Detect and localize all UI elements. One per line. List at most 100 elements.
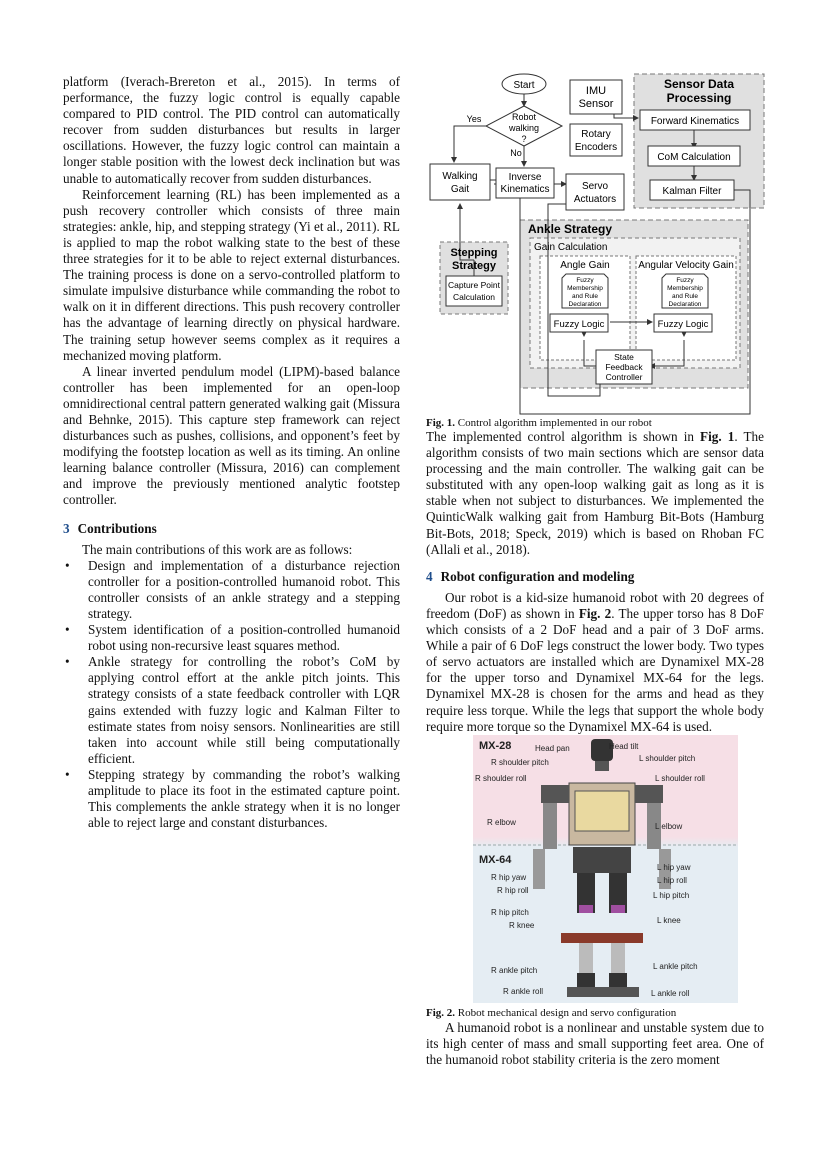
joint-label: R ankle roll <box>503 987 543 996</box>
fuzzy-rule-label: and Rule <box>672 293 698 300</box>
joint-label: R hip roll <box>497 886 529 895</box>
mx28-label: MX-28 <box>479 740 511 752</box>
caption-label: Fig. 2. <box>426 1007 456 1019</box>
text-run: Our robot is a kid-size humanoid robot w… <box>426 589 764 621</box>
walking-gait-label: Gait <box>451 184 470 195</box>
fuzzy-logic-label: Fuzzy Logic <box>658 319 709 330</box>
com-calculation-label: CoM Calculation <box>657 152 730 163</box>
joint-label: R hip pitch <box>491 908 529 917</box>
section-number: 3 <box>63 520 70 536</box>
fuzzy-rule-label: Membership <box>567 285 603 292</box>
rotary-encoders-box <box>569 123 623 157</box>
list-item-text: Stepping strategy by commanding the robo… <box>88 766 400 831</box>
list-item-text: Design and implementation of a disturban… <box>88 557 400 621</box>
decision-label: walking <box>508 123 539 133</box>
joint-label: L ankle pitch <box>653 962 698 971</box>
ankle-strategy-title: Ankle Strategy <box>528 222 612 236</box>
inverse-kinematics-label: Kinematics <box>501 184 550 195</box>
fuzzy-rule-block <box>661 273 709 309</box>
joint-label: L shoulder pitch <box>639 754 695 763</box>
section-number: 4 <box>426 568 433 584</box>
state-feedback-label: State <box>614 352 634 362</box>
list-item: • Design and implementation of a disturba… <box>63 558 400 622</box>
bullet-icon: • <box>65 766 70 782</box>
caption-label: Fig. 1. <box>426 417 456 429</box>
joint-label: L hip roll <box>657 876 687 885</box>
stepping-strategy-title: Stepping <box>450 247 497 259</box>
figure-reference: Fig. 2 <box>578 605 612 621</box>
right-column-bottom: Fig. 2. Robot mechanical design and serv… <box>426 1006 764 1068</box>
forward-kinematics-label: Forward Kinematics <box>651 116 739 127</box>
fuzzy-rule-label: Declaration <box>669 301 702 308</box>
section-title: Robot configuration and modeling <box>440 568 635 584</box>
joint-label: R hip yaw <box>491 873 526 882</box>
bullet-icon: • <box>65 654 70 670</box>
figure-2-caption: Fig. 2. Robot mechanical design and serv… <box>426 1006 764 1020</box>
sensor-processing-title: Processing <box>667 91 732 105</box>
section-heading: 3 Contributions <box>63 521 400 537</box>
joint-label: Head tilt <box>609 742 639 751</box>
bullet-icon: • <box>65 622 70 638</box>
fuzzy-logic-box <box>653 313 713 333</box>
list-item-text: Ankle strategy for controlling the robot… <box>88 654 400 766</box>
decision-label: ? <box>521 134 526 144</box>
mx64-label: MX-64 <box>479 854 512 866</box>
joint-label: L hip pitch <box>653 891 689 900</box>
rotary-encoders-label: Encoders <box>575 142 617 153</box>
forward-kinematics-box <box>639 109 751 131</box>
caption-text: Robot mechanical design and servo config… <box>457 1007 677 1019</box>
joint-label: L hip yaw <box>657 863 691 872</box>
stepping-strategy-title: Strategy <box>452 260 497 272</box>
decision-node <box>484 105 564 147</box>
joint-label: L shoulder roll <box>655 774 705 783</box>
caption-text: Control algorithm implemented in our rob… <box>457 417 652 429</box>
yes-label: Yes <box>467 114 482 124</box>
joint-label: L ankle roll <box>651 989 690 998</box>
text-run: . The algorithm consists of two main sec… <box>426 429 764 557</box>
joint-label: R knee <box>509 921 535 930</box>
com-calculation-box <box>647 145 741 167</box>
list-item-text: System identification of a position-cont… <box>88 622 400 654</box>
rotary-encoders-label: Rotary <box>581 129 610 140</box>
list-item: • Stepping strategy by commanding the rob… <box>63 767 400 831</box>
fuzzy-rule-label: Membership <box>667 285 703 292</box>
kalman-filter-label: Kalman Filter <box>663 186 723 197</box>
list-item: • Ankle strategy for controlling the robo… <box>63 654 400 767</box>
inverse-kinematics-box <box>495 167 555 199</box>
walking-gait-label: Walking <box>442 171 477 182</box>
figure-1-diagram: Start Robot walking ? Yes No Walking Gai… <box>429 73 765 415</box>
fuzzy-rule-label: Fuzzy <box>576 277 594 284</box>
joint-label: R shoulder roll <box>475 774 527 783</box>
bullet-icon: • <box>65 557 70 573</box>
no-label: No <box>510 148 522 158</box>
robot-illustration: MX-28 MX-64 Head pan Head tilt R shoulde… <box>473 739 738 998</box>
paragraph: Our robot is a kid-size humanoid robot w… <box>426 590 764 735</box>
imu-sensor-label: Sensor <box>579 98 614 110</box>
decision-label: Robot <box>512 112 537 122</box>
fuzzy-rule-label: Fuzzy <box>676 277 694 284</box>
joint-label: R elbow <box>487 818 516 827</box>
imu-sensor-label: IMU <box>586 85 606 97</box>
state-feedback-label: Feedback <box>605 362 643 372</box>
angular-velocity-gain-title: Angular Velocity Gain <box>638 260 734 271</box>
state-feedback-box <box>595 349 653 385</box>
imu-sensor-box <box>569 79 623 115</box>
inverse-kinematics-label: Inverse <box>509 172 542 183</box>
capture-point-label: Calculation <box>453 292 495 302</box>
joint-label: L elbow <box>655 822 683 831</box>
joint-label: R shoulder pitch <box>491 758 549 767</box>
fuzzy-rule-label: and Rule <box>572 293 598 300</box>
kalman-filter-box <box>649 179 735 201</box>
servo-actuators-label: Servo <box>582 181 609 192</box>
capture-point-box <box>445 275 503 307</box>
section-heading: 4 Robot configuration and modeling <box>426 569 764 585</box>
angle-gain-title: Angle Gain <box>560 260 609 271</box>
joint-label: Head pan <box>535 744 570 753</box>
start-node <box>501 73 547 95</box>
section-title: Contributions <box>77 520 157 536</box>
fuzzy-rule-block <box>561 273 609 309</box>
figure-reference: Fig. 1 <box>700 429 735 444</box>
start-label: Start <box>513 80 534 91</box>
fuzzy-rule-label: Declaration <box>569 301 602 308</box>
text-run: The implemented control algorithm is sho… <box>426 429 701 444</box>
